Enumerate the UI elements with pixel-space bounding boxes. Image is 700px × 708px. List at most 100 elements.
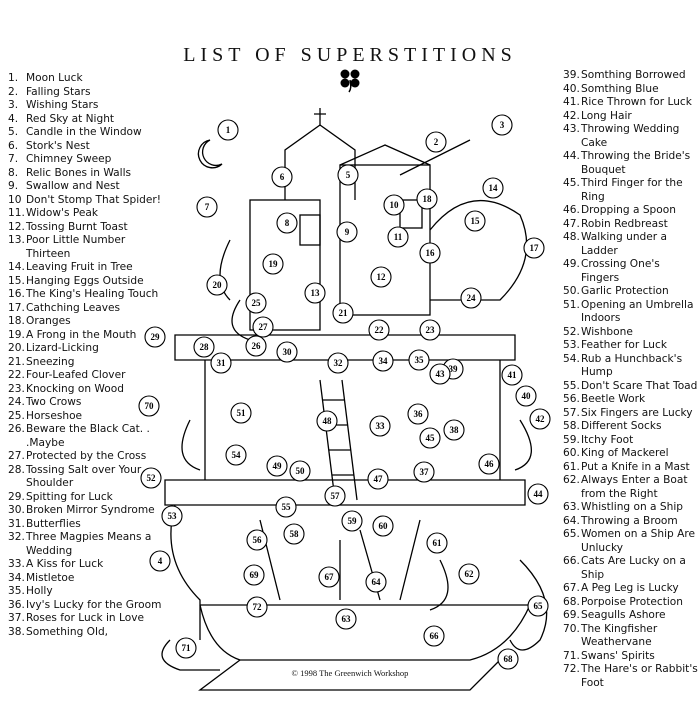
item-number: 35.: [8, 585, 25, 597]
list-item: 28.Tossing Salt over Your Shoulder: [8, 464, 168, 491]
item-text: Porpoise Protection: [581, 595, 683, 608]
list-item: 44.Throwing the Bride's Bouquet: [563, 150, 700, 177]
item-text: Poor Little Number Thirteen: [26, 234, 126, 260]
item-text: Opening an Umbrella Indoors: [581, 298, 694, 325]
item-text: Rub a Hunchback's Hump: [581, 352, 683, 379]
marker-number: 21: [339, 308, 349, 318]
marker-circle: [138, 395, 160, 417]
list-item: 52.Wishbone: [563, 326, 700, 340]
item-text: Stork's Nest: [26, 139, 90, 152]
callout-marker: 58: [283, 523, 305, 545]
callout-marker: 50: [289, 460, 311, 482]
marker-circle: [243, 564, 265, 586]
marker-circle: [289, 460, 311, 482]
list-item: 57.Six Fingers are Lucky: [563, 407, 700, 421]
marker-circle: [225, 444, 247, 466]
list-item: 62.Always Enter a Boat from the Right: [563, 474, 700, 501]
item-text: Garlic Protection: [581, 285, 669, 297]
marker-circle: [372, 515, 394, 537]
marker-number: 19: [269, 259, 279, 269]
list-item: 45.Third Finger for the Ring: [563, 177, 700, 204]
list-item: 4.Red Sky at Night: [8, 113, 168, 127]
list-item: 5.Candle in the Window: [8, 126, 168, 140]
item-number: 47.: [563, 217, 580, 230]
item-text: A Kiss for Luck: [26, 558, 104, 570]
item-number: 34.: [8, 571, 25, 584]
list-item: 22.Four-Leafed Clover: [8, 369, 168, 383]
marker-circle: [275, 496, 297, 518]
callout-marker: 67: [318, 566, 340, 588]
item-number: 60.: [563, 447, 580, 459]
item-number: 54.: [563, 352, 580, 365]
list-item: 41.Rice Thrown for Luck: [563, 96, 700, 110]
callout-marker: 45: [419, 427, 441, 449]
callout-marker: 15: [464, 210, 486, 232]
item-text: Leaving Fruit in Tree: [26, 261, 133, 273]
marker-circle: [529, 408, 551, 430]
item-text: Dropping a Spoon: [581, 204, 676, 216]
callout-marker: 30: [276, 341, 298, 363]
callout-marker: 18: [416, 188, 438, 210]
marker-number: 60: [379, 521, 389, 531]
item-number: 14.: [8, 261, 25, 273]
callout-marker: 42: [529, 408, 551, 430]
callout-marker: 3: [491, 114, 513, 136]
callout-marker: 49: [266, 455, 288, 477]
list-item: 49.Crossing One's Fingers: [563, 258, 700, 285]
marker-number: 39: [449, 364, 459, 374]
marker-number: 49: [273, 461, 283, 471]
item-text: Butterflies: [26, 517, 81, 530]
marker-circle: [419, 427, 441, 449]
list-item: 69.Seagulls Ashore: [563, 609, 700, 623]
callout-marker: 38: [443, 419, 465, 441]
callout-marker: 14: [482, 177, 504, 199]
item-number: 29.: [8, 490, 25, 503]
marker-circle: [283, 523, 305, 545]
item-text: Protected by the Cross: [26, 450, 147, 462]
marker-number: 14: [489, 183, 499, 193]
item-number: 22.: [8, 369, 25, 381]
item-number: 55.: [563, 379, 580, 392]
callout-marker: 20: [206, 274, 228, 296]
marker-circle: [210, 352, 232, 374]
marker-number: 4: [158, 556, 163, 566]
item-text: Broken Mirror Syndrome: [26, 504, 155, 516]
list-item: 65.Women on a Ship Are Unlucky: [563, 528, 700, 555]
list-item: 59.Itchy Foot: [563, 434, 700, 448]
marker-circle: [419, 319, 441, 341]
list-item: 14.Leaving Fruit in Tree: [8, 261, 168, 275]
marker-circle: [370, 266, 392, 288]
callout-marker: 63: [335, 608, 357, 630]
marker-circle: [140, 467, 162, 489]
callout-marker: 34: [372, 350, 394, 372]
list-item: 3.Wishing Stars: [8, 99, 168, 113]
marker-circle: [245, 292, 267, 314]
marker-number: 29: [151, 332, 161, 342]
item-text: Somthing Blue: [581, 82, 659, 95]
marker-number: 61: [433, 538, 443, 548]
item-number: 24.: [8, 396, 25, 408]
list-item: 48.Walking under a Ladder: [563, 231, 700, 258]
item-text: Beware the Black Cat. . .Maybe: [26, 423, 150, 449]
item-text: Lizard-Licking: [26, 342, 99, 354]
list-item: 51.Opening an Umbrella Indoors: [563, 299, 700, 326]
item-text: Tossing Salt over Your Shoulder: [26, 463, 142, 490]
callout-marker: 55: [275, 496, 297, 518]
item-number: 41.: [563, 96, 580, 108]
item-text: Knocking on Wood: [26, 382, 124, 395]
callout-marker: 23: [419, 319, 441, 341]
callout-marker: 1: [217, 119, 239, 141]
marker-number: 13: [311, 288, 321, 298]
ladder: [319, 379, 358, 501]
four-leaf-clover-icon: [340, 69, 360, 93]
marker-number: 26: [252, 341, 262, 351]
marker-number: 40: [522, 391, 532, 401]
marker-circle: [318, 566, 340, 588]
marker-circle: [335, 608, 357, 630]
marker-number: 56: [253, 535, 263, 545]
item-text: Tossing Burnt Toast: [26, 220, 128, 233]
item-text: A Frong in the Mouth: [26, 328, 137, 341]
marker-number: 18: [423, 194, 433, 204]
callout-marker: 37: [413, 461, 435, 483]
